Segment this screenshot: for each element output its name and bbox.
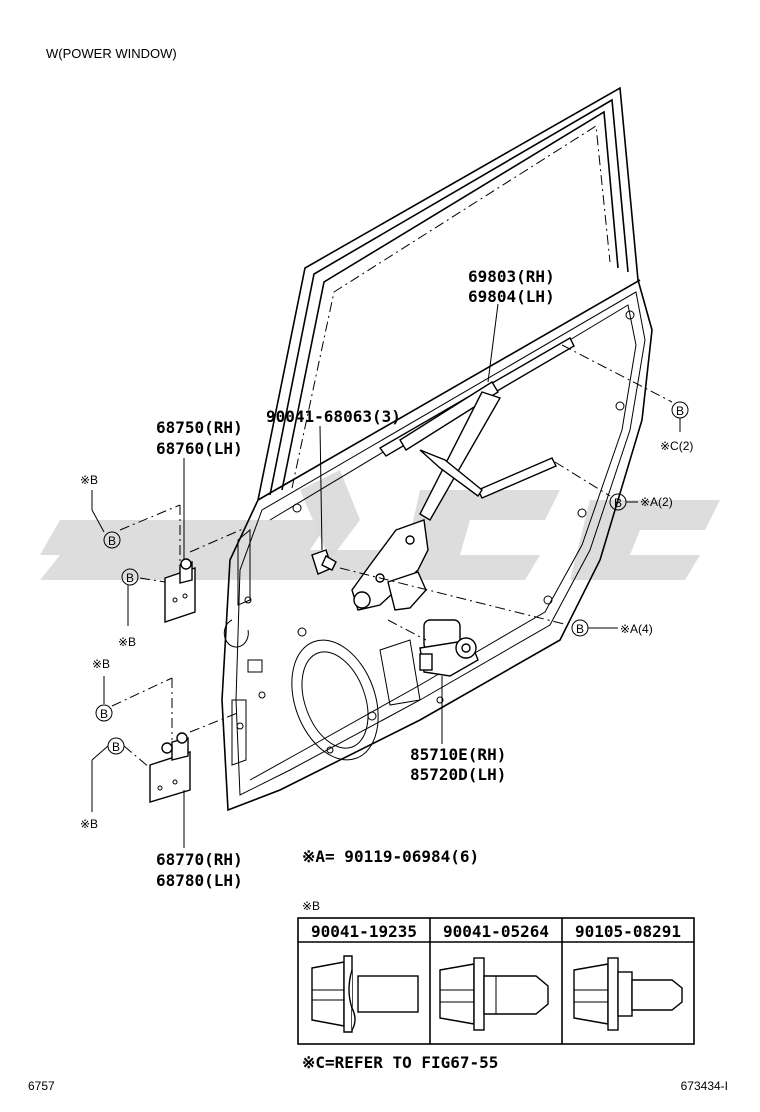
bolt-flange-washer-icon bbox=[311, 955, 419, 1033]
door-frame bbox=[221, 86, 653, 812]
part-regulator-rh: 69803(RH) bbox=[468, 267, 555, 286]
lower-hinge bbox=[149, 732, 191, 803]
callout-letter: B bbox=[676, 404, 684, 418]
note-c-refer: ※C=REFER TO FIG67-55 bbox=[302, 1053, 498, 1072]
fastener-table: 90041-19235 90041-05264 90105-08291 bbox=[297, 917, 695, 1045]
bolt-part bbox=[311, 549, 337, 575]
note-b-2: ※B bbox=[118, 635, 136, 649]
callout-letter: B bbox=[100, 707, 108, 721]
page-number: 6757 bbox=[28, 1079, 55, 1093]
callout-letter: B bbox=[108, 534, 116, 548]
table-header-2: 90041-05264 bbox=[443, 922, 549, 941]
part-upper-hinge-rh: 68750(RH) bbox=[156, 418, 243, 437]
callout-b-7: B bbox=[571, 619, 589, 637]
part-lower-hinge-lh: 68780(LH) bbox=[156, 871, 243, 890]
part-upper-hinge-lh: 68760(LH) bbox=[156, 439, 243, 458]
part-bolt: 90041-68063(3) bbox=[266, 407, 401, 426]
part-regulator-lh: 69804(LH) bbox=[468, 287, 555, 306]
note-a4: ※A(4) bbox=[620, 622, 653, 636]
callout-b-2: B bbox=[121, 568, 139, 586]
page-title: W(POWER WINDOW) bbox=[46, 46, 177, 61]
bolt-hex-flange-icon bbox=[439, 957, 549, 1031]
note-c2: ※C(2) bbox=[660, 439, 693, 453]
part-motor-lh: 85720D(LH) bbox=[410, 765, 506, 784]
window-regulator bbox=[351, 337, 575, 611]
upper-hinge bbox=[164, 558, 196, 623]
note-a-definition: ※A= 90119-06984(6) bbox=[302, 847, 479, 866]
note-b-header: ※B bbox=[302, 899, 320, 913]
callout-b-6: B bbox=[609, 493, 627, 511]
callout-letter: B bbox=[614, 496, 622, 510]
table-header-1: 90041-19235 bbox=[311, 922, 417, 941]
note-b-4: ※B bbox=[80, 817, 98, 831]
callout-letter: B bbox=[126, 571, 134, 585]
callout-b-3: B bbox=[95, 704, 113, 722]
bolt-stepped-icon bbox=[573, 957, 683, 1031]
callout-letter: B bbox=[112, 740, 120, 754]
illustration-code: 673434-I bbox=[681, 1079, 728, 1093]
note-a2: ※A(2) bbox=[640, 495, 673, 509]
window-motor bbox=[419, 619, 479, 677]
callout-letter: B bbox=[576, 622, 584, 636]
note-b-3: ※B bbox=[92, 657, 110, 671]
callout-b-4: B bbox=[107, 737, 125, 755]
leader-lines bbox=[91, 303, 681, 848]
callout-b-1: B bbox=[103, 531, 121, 549]
part-motor-rh: 85710E(RH) bbox=[410, 745, 506, 764]
table-header-3: 90105-08291 bbox=[575, 922, 681, 941]
callout-b-5: B bbox=[671, 401, 689, 419]
note-b-1: ※B bbox=[80, 473, 98, 487]
part-lower-hinge-rh: 68770(RH) bbox=[156, 850, 243, 869]
